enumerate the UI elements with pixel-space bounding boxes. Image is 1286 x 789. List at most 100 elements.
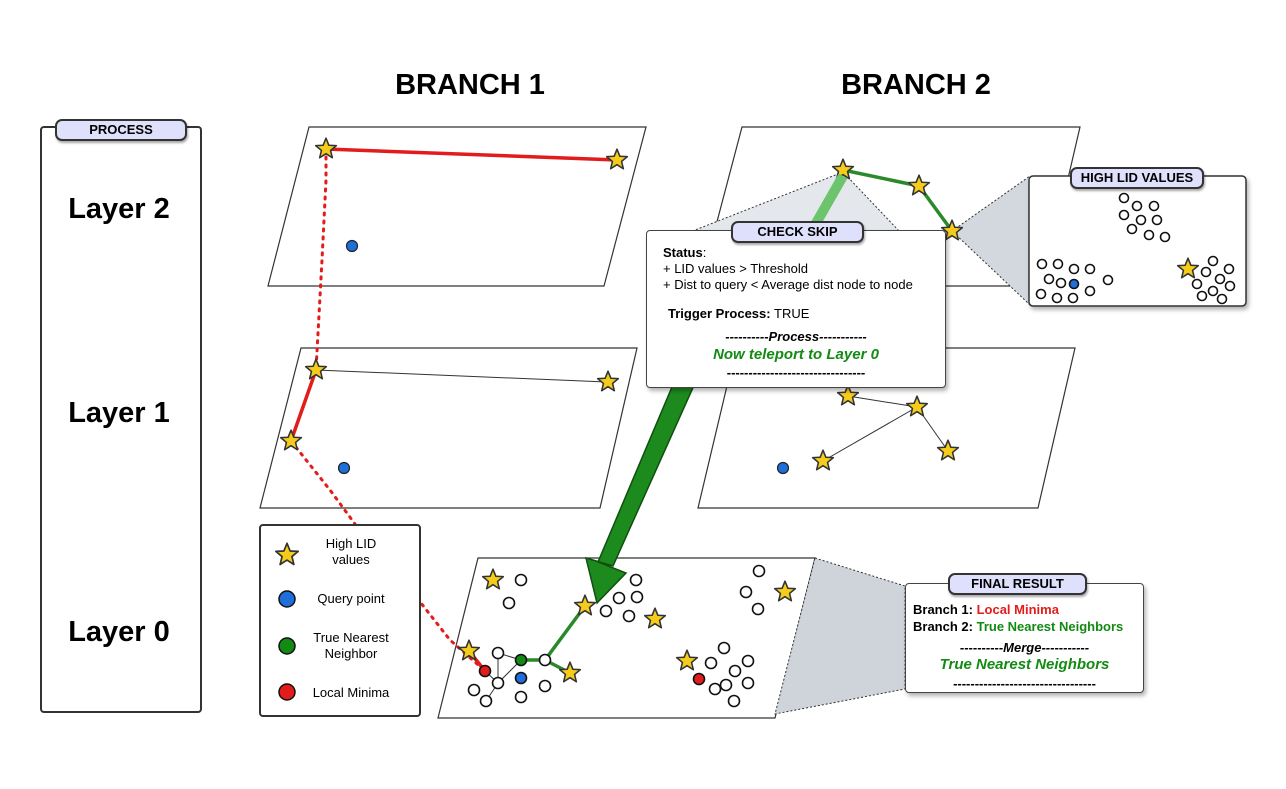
node [708, 682, 722, 696]
teleport-arrow [584, 367, 721, 605]
branch1-result: Branch 1: Local Minima [913, 602, 1059, 617]
branch1-descent-2-to-1 [314, 147, 328, 372]
legend-high-lid-label: High LID values [325, 536, 377, 567]
node [514, 573, 528, 587]
final-result-box: Branch 1: Local Minima Branch 2: True Ne… [905, 583, 1144, 693]
node [1036, 258, 1048, 270]
red-dot-icon [278, 683, 296, 701]
branch1-layer1-edge [315, 369, 608, 383]
node [1043, 273, 1055, 285]
branch2-result-value: True Nearest Neighbors [976, 619, 1124, 634]
status-end-divider: -------------------------------- [726, 365, 866, 380]
blue-dot-icon [278, 590, 296, 608]
trigger-value: TRUE [774, 306, 810, 321]
node [741, 654, 755, 668]
branch1-layer1-plane [259, 347, 638, 509]
node [1143, 229, 1155, 241]
process-tag: PROCESS [55, 119, 187, 141]
node [538, 653, 552, 667]
teleport-action: Now teleport to Layer 0 [713, 346, 879, 363]
node [491, 646, 505, 660]
condition-dist: + Dist to query < Average dist node to n… [663, 277, 913, 292]
node [1207, 285, 1219, 297]
node [1224, 280, 1236, 292]
trigger-line: Trigger Process: TRUE [668, 306, 809, 321]
node [1084, 285, 1096, 297]
star-icon [274, 542, 300, 566]
final-end-divider: --------------------------------- [953, 676, 1096, 691]
check-skip-tag: CHECK SKIP [731, 221, 864, 243]
node [629, 573, 643, 587]
node [1151, 214, 1163, 226]
node [1052, 258, 1064, 270]
node [1191, 278, 1203, 290]
node [538, 679, 552, 693]
node [1148, 200, 1160, 212]
layer2-label: Layer 2 [68, 193, 170, 225]
status-label: Status [663, 245, 703, 260]
legend-local-minima-label: Local Minima [312, 685, 390, 700]
node [1118, 209, 1130, 221]
node [751, 602, 765, 616]
layer1-label: Layer 1 [68, 397, 170, 429]
node [599, 604, 613, 618]
node [1055, 277, 1067, 289]
branch1-descent-1-to-0a [289, 439, 357, 526]
node [1216, 293, 1228, 305]
node [1102, 274, 1114, 286]
branch2-result-label: Branch 2: [913, 619, 973, 634]
final-result-tag: FINAL RESULT [948, 573, 1087, 595]
node [514, 690, 528, 704]
node [502, 596, 516, 610]
node [1118, 192, 1130, 204]
node [1126, 223, 1138, 235]
green-dot-icon [278, 637, 296, 655]
status-line: Status: [663, 245, 706, 260]
edge [822, 406, 918, 462]
layer0-plane [437, 557, 816, 719]
teleport-beam [810, 173, 848, 228]
node [479, 694, 493, 708]
node [612, 591, 626, 605]
node [728, 664, 742, 678]
merge-divider: ----------Merge----------- [959, 640, 1090, 655]
node [741, 676, 755, 690]
node [1135, 214, 1147, 226]
true-nearest-neighbor-node [514, 653, 528, 667]
layer0-label: Layer 0 [68, 616, 170, 648]
node [1214, 273, 1226, 285]
node [752, 564, 766, 578]
query-point [1068, 278, 1080, 290]
local-minima-node [478, 664, 492, 678]
node [1196, 290, 1208, 302]
node [739, 585, 753, 599]
node [1131, 200, 1143, 212]
node [1051, 292, 1063, 304]
process-divider: ----------Process----------- [725, 329, 867, 344]
status-suffix: : [702, 245, 707, 260]
node [704, 656, 718, 670]
high-lid-cluster [1035, 192, 1236, 305]
node [1067, 292, 1079, 304]
query-point [514, 671, 528, 685]
node [727, 694, 741, 708]
legend: High LID values Query point True Nearest… [259, 524, 421, 717]
node [1159, 231, 1171, 243]
process-panel [40, 126, 202, 713]
high-lid-tag: HIGH LID VALUES [1070, 167, 1204, 189]
branch1-descent-1-to-0b [415, 596, 487, 673]
branch1-title: BRANCH 1 [395, 69, 545, 101]
local-minima-node [692, 672, 706, 686]
query-point [345, 239, 359, 253]
node [1207, 255, 1219, 267]
high-lid-zoom-wedge [951, 175, 1031, 307]
layer0-graph [457, 564, 797, 708]
node [1223, 263, 1235, 275]
check-skip-box: Status: + LID values > Threshold + Dist … [646, 230, 946, 388]
node [1035, 288, 1047, 300]
condition-lid: + LID values > Threshold [663, 261, 809, 276]
branch1-layer2-edge [325, 147, 618, 162]
branch2-layer1-plane [697, 347, 1076, 509]
branch2-title: BRANCH 2 [841, 69, 991, 101]
branch1-result-label: Branch 1: [913, 602, 973, 617]
